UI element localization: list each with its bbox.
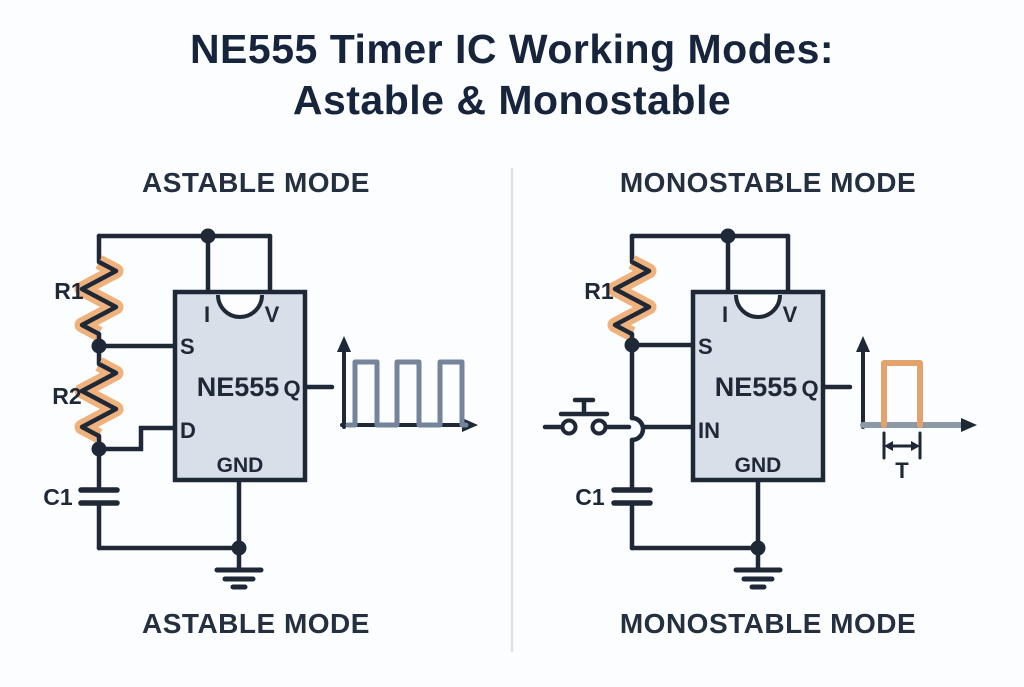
monostable-heading: MONOSTABLE MODE	[619, 167, 917, 198]
page-title: NE555 Timer IC Working Modes: Astable & …	[0, 24, 1024, 126]
ground-symbol	[214, 567, 264, 590]
pin-q-label: Q	[801, 376, 818, 401]
c1-label: C1	[43, 484, 73, 510]
pulse-trace	[881, 360, 923, 428]
r1-label: R1	[54, 278, 84, 304]
pin-s-label: S	[698, 334, 713, 359]
ic-notch-arc	[216, 294, 264, 319]
ic-ne555: I V S NE555 Q IN GND	[690, 289, 826, 483]
ic-name-label: NE555	[715, 372, 798, 402]
pin-d-label: D	[180, 418, 196, 443]
junction-dot	[200, 228, 216, 244]
ic-notch-arc	[734, 294, 782, 319]
junction-dot	[720, 228, 736, 244]
ground-symbol	[733, 567, 783, 590]
pin-i-label: I	[722, 302, 728, 327]
pin-gnd-label: GND	[217, 454, 264, 477]
x-axis-arrow	[462, 418, 478, 432]
button-contact	[560, 418, 578, 436]
ic-ne555: I V S NE555 Q D GND	[172, 289, 308, 483]
pin-s-label: S	[180, 334, 195, 359]
r2-label: R2	[52, 383, 81, 409]
r1-label: R1	[584, 278, 614, 304]
astable-circuit: R1 R2 C1	[43, 228, 478, 590]
pulse-width-dimension: T	[882, 431, 922, 483]
astable-footer: ASTABLE MODE	[142, 608, 370, 639]
monostable-circuit: R1 C1	[542, 228, 977, 590]
pin-i-label: I	[204, 302, 210, 327]
pin-v-label: V	[783, 302, 798, 327]
x-axis-arrow	[961, 418, 977, 432]
pin-v-label: V	[265, 302, 280, 327]
page-title-line2: Astable & Monostable	[292, 77, 732, 123]
ic-name-label: NE555	[197, 372, 280, 402]
y-axis-arrow	[337, 336, 351, 352]
resistor-r1	[607, 255, 657, 341]
d-pin-wire	[96, 425, 176, 452]
junction-dot	[231, 540, 247, 556]
push-button	[542, 397, 610, 436]
c1-label: C1	[575, 484, 605, 510]
page-title-line1: NE555 Timer IC Working Modes:	[189, 26, 835, 72]
ic-notch	[736, 295, 780, 317]
button-contact	[590, 418, 608, 436]
astable-heading: ASTABLE MODE	[142, 167, 370, 198]
single-pulse-plot: T	[856, 336, 977, 483]
resistor-r1	[74, 255, 124, 341]
monostable-footer: MONOSTABLE MODE	[619, 608, 917, 639]
pin-in-label: IN	[698, 418, 720, 443]
junction-dot	[750, 540, 766, 556]
y-axis-arrow	[856, 336, 870, 352]
square-wave-plot	[337, 336, 478, 432]
ic-notch	[218, 295, 262, 317]
pulse-width-label: T	[895, 458, 909, 483]
wire-hop-arc	[629, 415, 646, 443]
pin-q-label: Q	[283, 376, 300, 401]
square-wave-trace	[345, 359, 469, 428]
resistor-r2	[74, 357, 124, 443]
pin-gnd-label: GND	[735, 454, 782, 477]
